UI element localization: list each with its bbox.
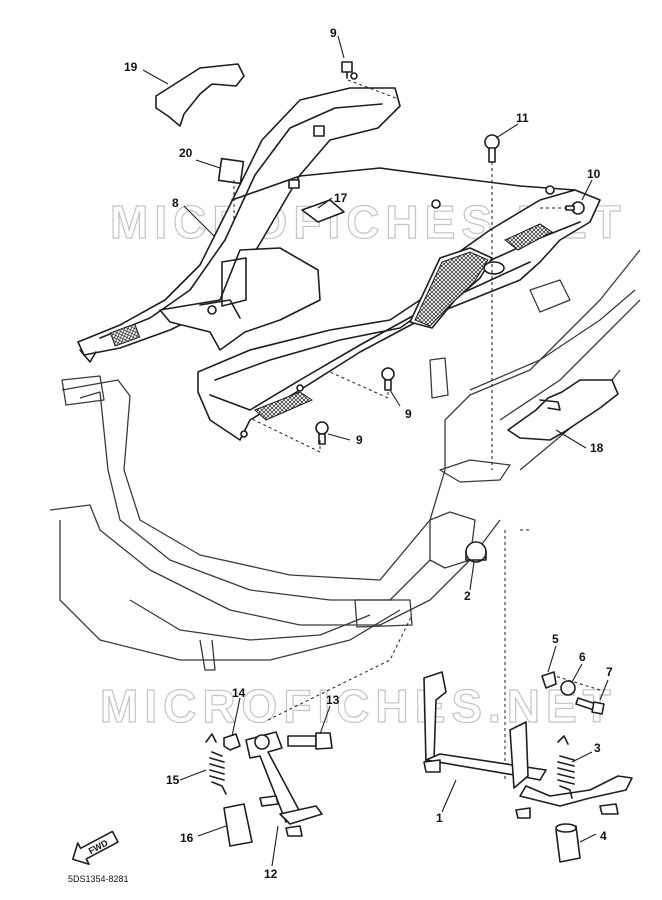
callout-15: 15 (166, 773, 180, 787)
callout-17: 17 (334, 191, 348, 205)
callout-2: 2 (464, 589, 471, 603)
part-3-spring (557, 735, 575, 799)
screw-9-mid (381, 367, 395, 391)
part-20-pad (217, 157, 245, 185)
callout-1: 1 (436, 811, 443, 825)
footboard-panel (197, 167, 601, 441)
callout-9-low: 9 (356, 433, 363, 447)
callout-19: 19 (124, 60, 138, 74)
part-2-damper (465, 541, 487, 563)
inner-bracket (159, 247, 321, 351)
screw-11 (484, 134, 500, 163)
part-7-bolt (575, 697, 605, 715)
screw-10 (565, 201, 585, 215)
part-18-cover (507, 379, 619, 441)
part-17-label (301, 199, 345, 223)
callout-10: 10 (587, 167, 601, 181)
part-8-leg-shield (77, 87, 401, 363)
callout-5: 5 (552, 632, 559, 646)
part-12-side-stand (245, 731, 323, 837)
screw-9-top (341, 61, 358, 80)
callout-16: 16 (180, 831, 194, 845)
part-14-nut (223, 733, 241, 751)
callout-20: 20 (179, 146, 193, 160)
frame (49, 249, 641, 671)
part-6-collar (560, 680, 576, 696)
callout-8: 8 (172, 196, 179, 210)
fwd-arrow-icon: FWD (72, 830, 119, 866)
part-5-washer (541, 671, 557, 689)
callout-12: 12 (264, 867, 278, 881)
diagram-code: 5DS1354-8281 (68, 874, 129, 884)
part-13-bolt (287, 732, 333, 750)
watermark-bottom: MICROFICHES.NET (100, 680, 617, 732)
callout-18: 18 (590, 441, 604, 455)
callout-11: 11 (516, 111, 529, 125)
callout-9-mid: 9 (405, 407, 412, 421)
screw-9-low (315, 421, 329, 445)
part-1-center-stand (423, 671, 633, 819)
part-15-spring (205, 733, 227, 795)
part-19-cover (155, 63, 245, 127)
callout-9-top: 9 (330, 26, 337, 40)
part-16-sleeve (223, 803, 253, 847)
callout-4: 4 (600, 829, 607, 843)
callout-14: 14 (232, 686, 246, 700)
callout-3: 3 (594, 741, 601, 755)
callout-13: 13 (326, 693, 340, 707)
callout-6: 6 (579, 650, 586, 664)
callout-7: 7 (606, 665, 613, 679)
